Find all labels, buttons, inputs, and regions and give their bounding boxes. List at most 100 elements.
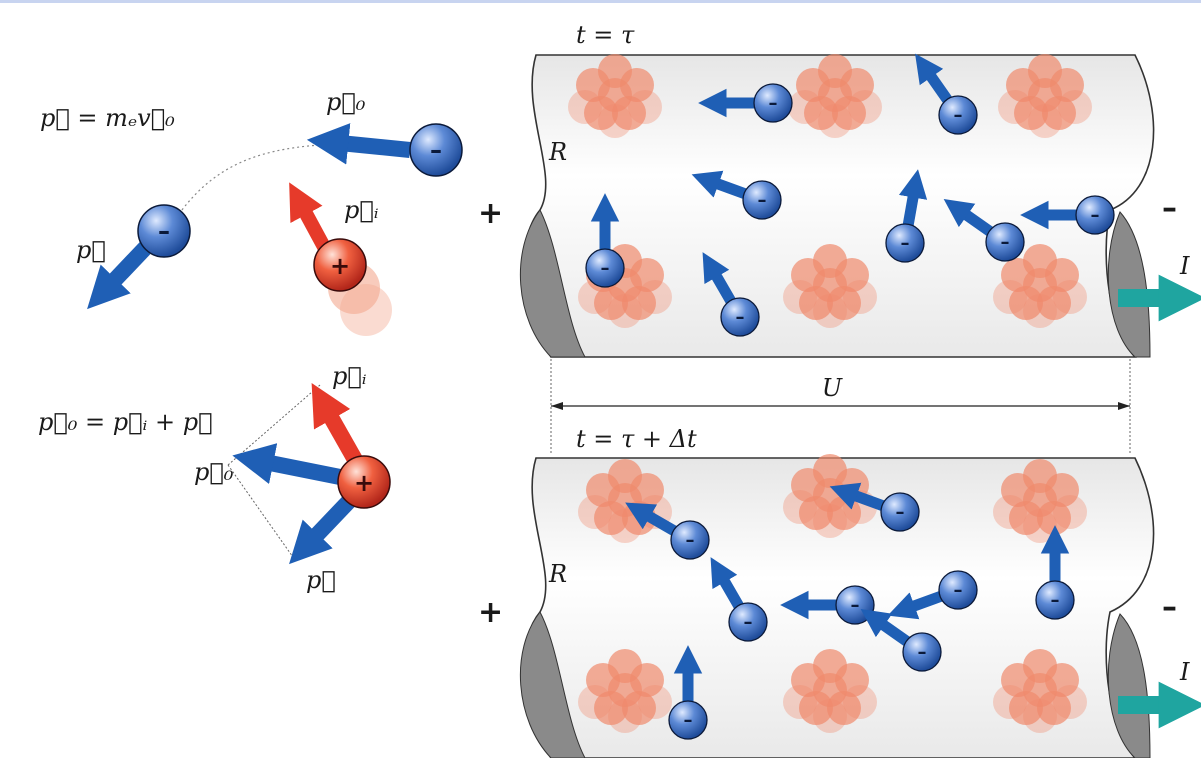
collision-panel: p⃗ = mₑv⃗₀ p⃗ᵢ + p⃗₀ – p⃗ – p⃗₀ = p⃗ᵢ + …: [38, 88, 463, 594]
lattice-ion: [813, 294, 847, 328]
resistance-bottom-label: R: [548, 560, 567, 588]
electron-sign: –: [954, 580, 963, 601]
electron-trajectory: [175, 144, 321, 219]
lattice-cluster: [783, 244, 877, 328]
lattice-ion: [827, 286, 861, 320]
lattice-cluster: [993, 649, 1087, 733]
momentum-formula: p⃗ = mₑv⃗₀: [40, 104, 175, 132]
electron-body: [728, 602, 768, 642]
current-bottom-label: I: [1179, 658, 1190, 686]
electron: –: [860, 609, 942, 672]
electron-body: [902, 632, 942, 672]
terminal-right-bottom: [1107, 613, 1151, 758]
lattice-ion: [578, 495, 612, 529]
electron-body: [585, 248, 625, 288]
lattice-ion: [608, 459, 642, 493]
lattice-ion: [1009, 286, 1043, 320]
lattice-ion: [1014, 96, 1048, 130]
lattice-ion: [783, 490, 817, 524]
lattice-ion: [1023, 699, 1057, 733]
electron: –: [625, 502, 710, 560]
electron-sign: –: [1051, 590, 1060, 611]
electron: –: [710, 557, 768, 642]
lattice-ion: [1009, 691, 1043, 725]
electron: –: [915, 53, 978, 135]
lattice-ion: [1058, 90, 1092, 124]
lattice-ion: [594, 286, 628, 320]
voltage-dimension: U: [550, 355, 1131, 455]
lattice-ion: [799, 496, 833, 530]
lattice-ion: [1053, 280, 1087, 314]
lattice-ion: [783, 280, 817, 314]
electron-velocity-arrow: [898, 169, 928, 231]
electron: –: [943, 199, 1025, 262]
electron-body: [885, 223, 925, 263]
lattice-ion: [993, 495, 1027, 529]
lattice-cluster: [568, 54, 662, 138]
terminal-left-bottom: [519, 611, 586, 758]
top-accent-line: [0, 0, 1201, 3]
lattice-ion: [993, 685, 1027, 719]
electron-sign: –: [736, 307, 745, 328]
plus-top-label: +: [478, 196, 503, 231]
lattice-ion: [1023, 294, 1057, 328]
lattice-ion: [813, 454, 847, 488]
lattice-ion: [638, 685, 672, 719]
electron-velocity-arrow: [943, 199, 997, 239]
lattice-ion: [843, 685, 877, 719]
lattice-ion: [813, 244, 847, 278]
electron-velocity-arrow: [625, 502, 681, 538]
lattice-ion: [608, 294, 642, 328]
voltage-label: U: [822, 374, 843, 402]
lattice-ion: [813, 699, 847, 733]
electron: –: [887, 570, 978, 620]
electron-sign: –: [1091, 205, 1100, 226]
svg-text:–: –: [430, 136, 442, 164]
conductor-top: t = τ R + – I: [478, 21, 1201, 358]
p0-vector-label: p⃗₀: [194, 458, 234, 486]
lattice-ion: [993, 280, 1027, 314]
electron-sign: –: [684, 710, 693, 731]
conduction-electrons: ––––––––––––––––: [585, 53, 1115, 740]
electron-body: [880, 492, 920, 532]
terminal-right-top: [1107, 211, 1151, 358]
time-top-label: t = τ: [576, 21, 635, 49]
ion-particle: +: [313, 238, 367, 292]
electron-body: [1075, 195, 1115, 235]
plus-bottom-label: +: [478, 595, 503, 630]
ion-center: +: [337, 455, 391, 509]
lattice-ion: [598, 54, 632, 88]
svg-text:+: +: [354, 469, 374, 497]
svg-text:–: –: [158, 217, 170, 245]
electron-sign: –: [744, 612, 753, 633]
lattice-ion: [1028, 54, 1062, 88]
current-top-label: I: [1179, 252, 1190, 280]
electron-sign: –: [954, 105, 963, 126]
pi-vector-arrow: [311, 383, 365, 469]
lattice-ion: [638, 280, 672, 314]
electron-body: [668, 700, 708, 740]
p-vector-label: p⃗: [306, 566, 336, 594]
lattice-ion: [813, 504, 847, 538]
electron-body: [938, 95, 978, 135]
electron-sign: –: [896, 502, 905, 523]
electron: –: [691, 170, 782, 220]
lattice-ion: [608, 649, 642, 683]
lattice-ion: [827, 691, 861, 725]
lattice-ion: [818, 104, 852, 138]
electron-velocity-arrow: [887, 589, 947, 620]
electron-sign: –: [918, 642, 927, 663]
lattice-ion: [783, 685, 817, 719]
lattice-ions: [568, 54, 1092, 733]
lattice-cluster: [578, 649, 672, 733]
lattice-ion: [804, 96, 838, 130]
electron-sign: –: [851, 595, 860, 616]
lattice-ion: [628, 90, 662, 124]
electron-velocity-arrow: [702, 252, 738, 308]
electron-body: [670, 520, 710, 560]
lattice-ion: [612, 96, 646, 130]
electron: –: [702, 252, 760, 337]
lattice-ion: [578, 685, 612, 719]
lattice-ion: [818, 54, 852, 88]
